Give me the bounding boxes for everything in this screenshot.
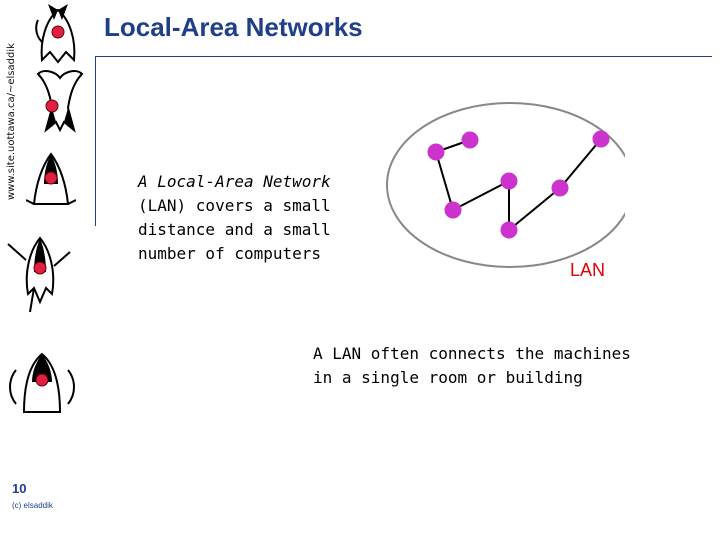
vertical-divider <box>95 56 96 226</box>
network-node <box>461 131 479 149</box>
network-node <box>427 143 445 161</box>
network-links <box>435 138 602 231</box>
network-node <box>592 130 610 148</box>
network-node <box>551 179 569 197</box>
side-url: www.site.uottawa.ca/~elsaddik <box>6 43 17 200</box>
lan-diagram <box>386 102 625 268</box>
network-nodes <box>427 130 610 239</box>
mascot-icon <box>9 352 75 413</box>
network-node <box>444 201 462 219</box>
mascot-icon <box>26 152 76 205</box>
mascot-icon <box>7 236 71 313</box>
mascot-icon <box>36 70 84 133</box>
title-divider <box>96 56 712 57</box>
copyright: (c) elsaddik <box>12 501 53 510</box>
lan-definition-text: A Local-Area Network (LAN) covers a smal… <box>138 170 358 266</box>
lan-label: LAN <box>570 260 606 280</box>
mascot-icon <box>35 4 76 64</box>
network-node <box>500 221 518 239</box>
lan-definition-emphasis: A Local-Area Network <box>138 172 331 191</box>
lan-definition-rest: (LAN) covers a small distance and a smal… <box>138 196 331 263</box>
page-number: 10 <box>12 481 27 496</box>
network-node <box>500 172 518 190</box>
lan-scope-text: A LAN often connects the machines in a s… <box>313 344 631 387</box>
page-title: Local-Area Networks <box>104 12 363 42</box>
